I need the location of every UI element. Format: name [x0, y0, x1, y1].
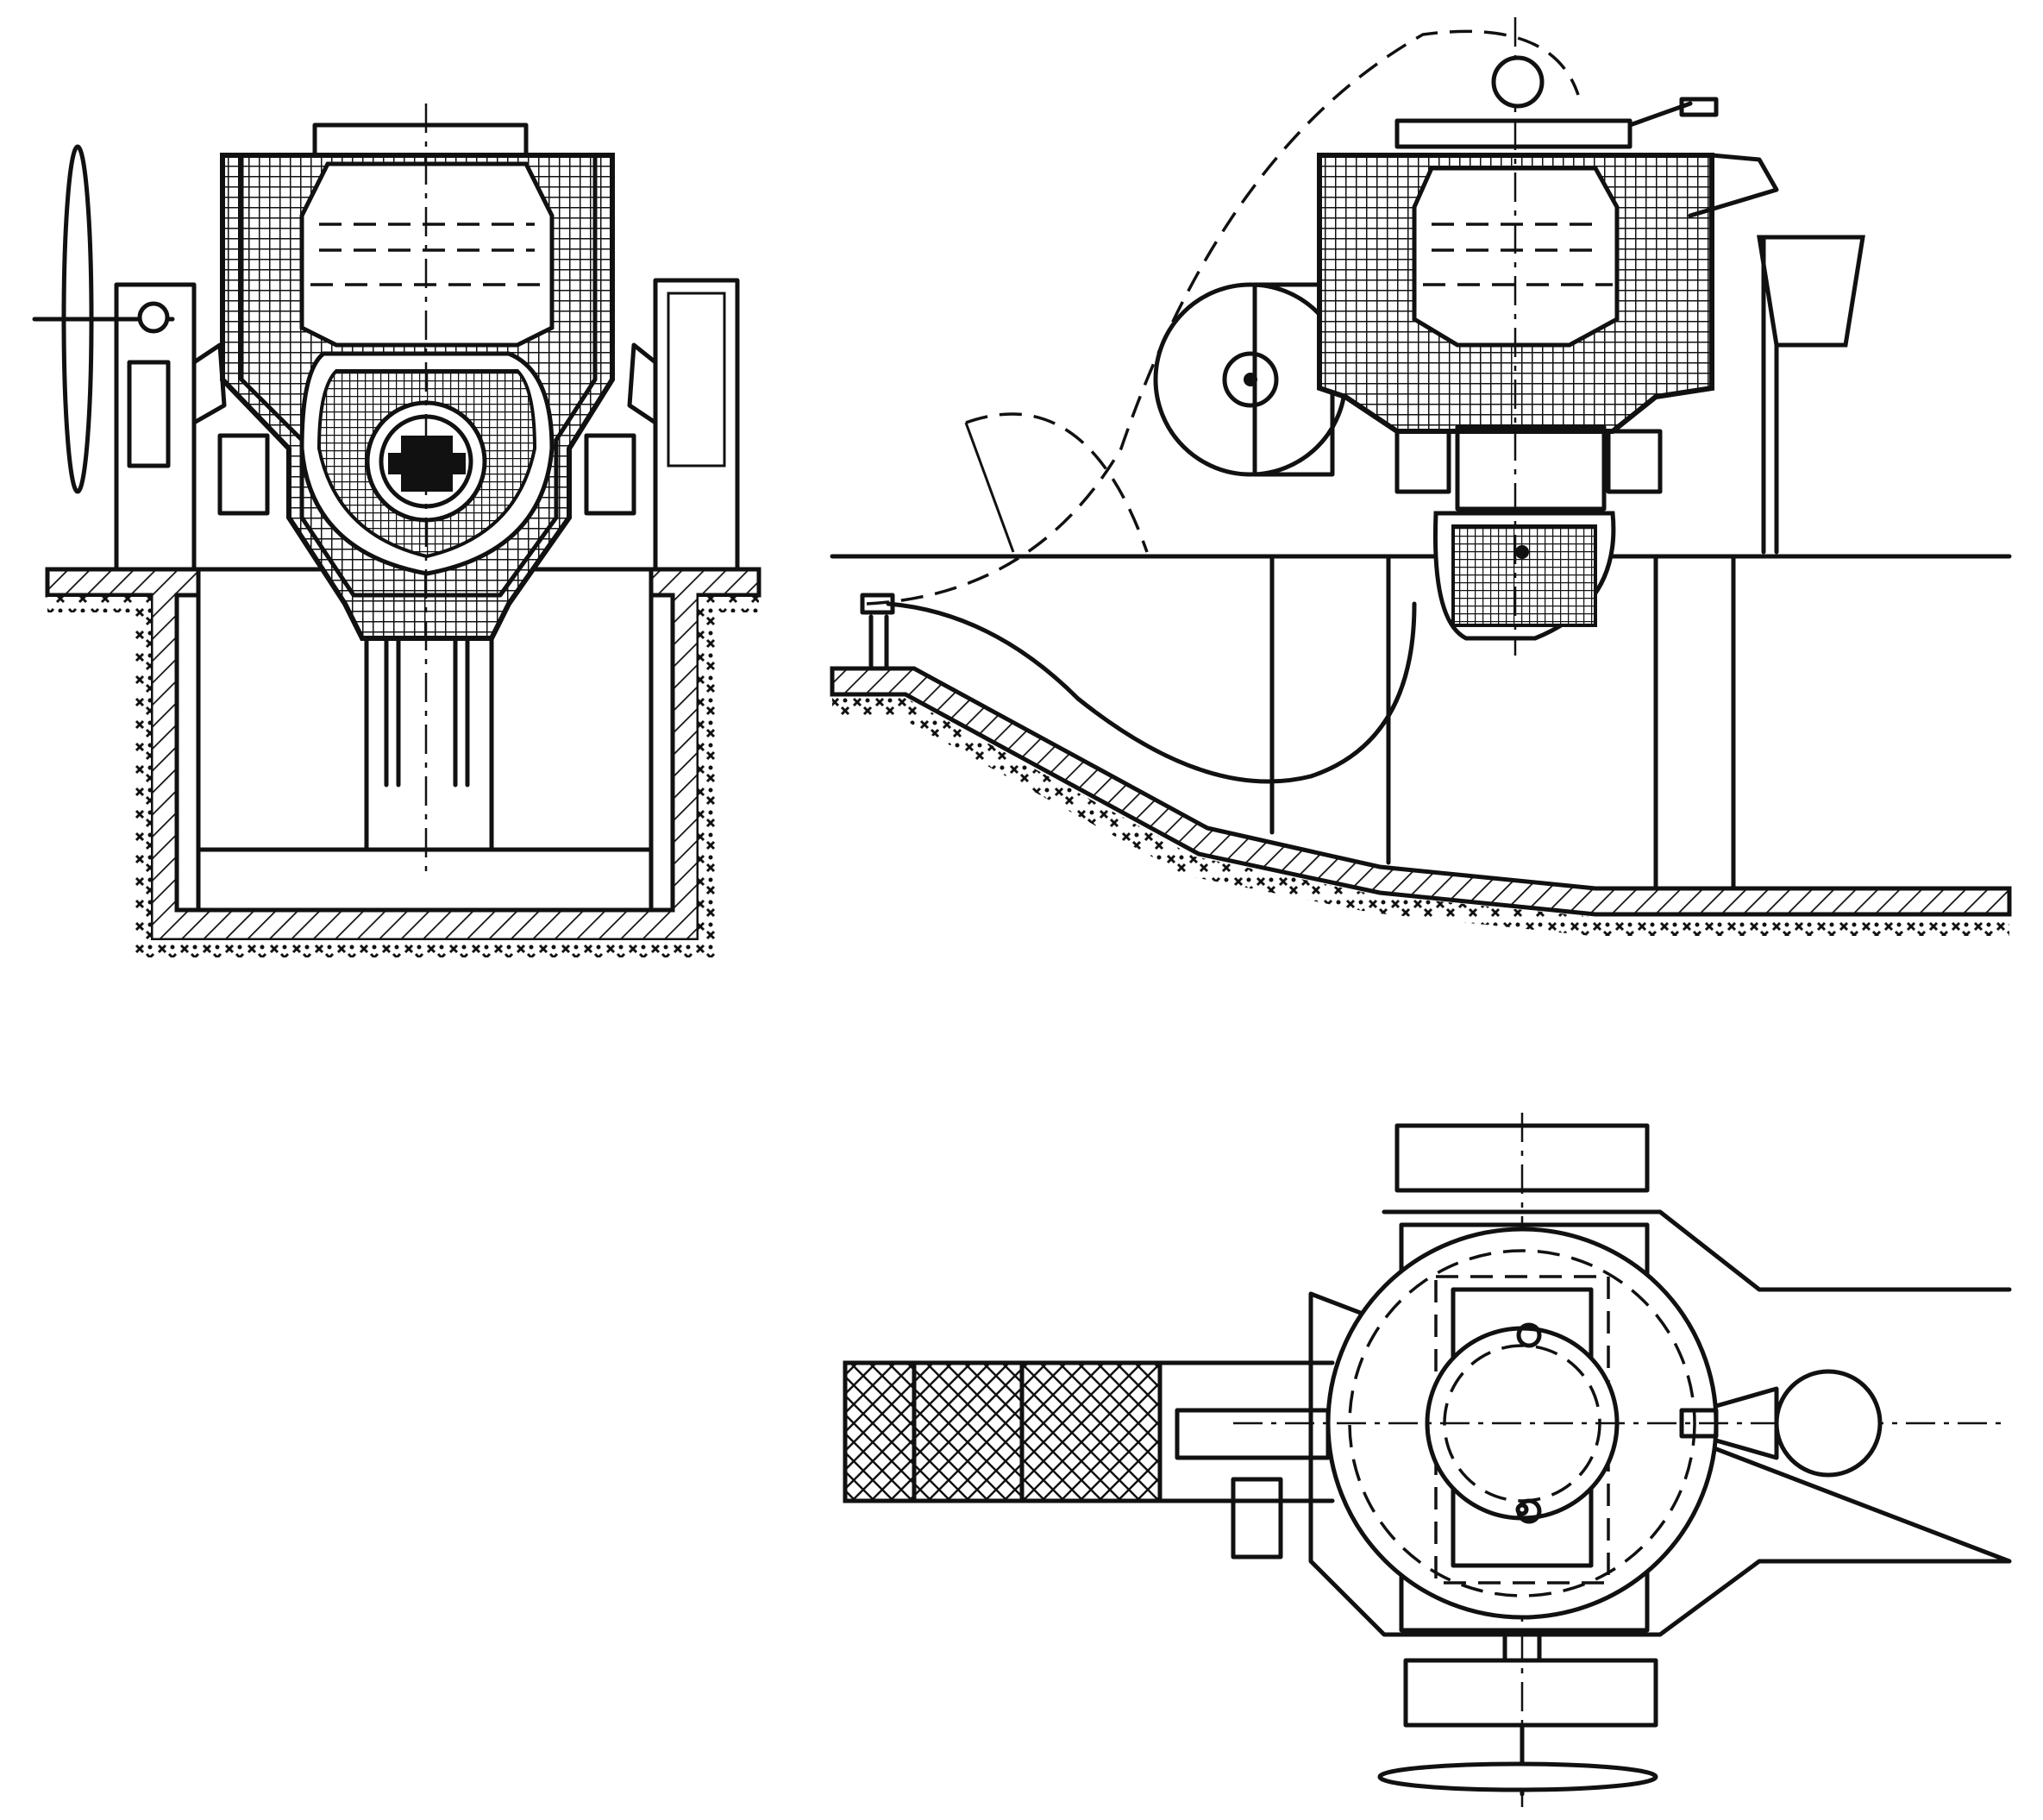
feed-conveyor [843, 1360, 1335, 1560]
power-cable [886, 601, 1417, 784]
side-section-view [830, 17, 2012, 936]
tilt-path-arc [866, 29, 1580, 606]
octagonal-frame [1308, 1209, 2012, 1637]
left-pedestal [114, 282, 197, 572]
front-support-column [364, 636, 494, 852]
bottom-counterweight [1403, 1658, 1658, 1728]
front-foundation-pit [45, 567, 761, 957]
front-section-view [32, 104, 761, 957]
handwheel-left [32, 144, 175, 494]
pouring-spout [1774, 1369, 1883, 1478]
plan-view [843, 1113, 2012, 1807]
handwheel-bottom [1377, 1761, 1658, 1792]
side-floor-slope [830, 554, 2012, 936]
front-furnace-body [220, 122, 615, 641]
